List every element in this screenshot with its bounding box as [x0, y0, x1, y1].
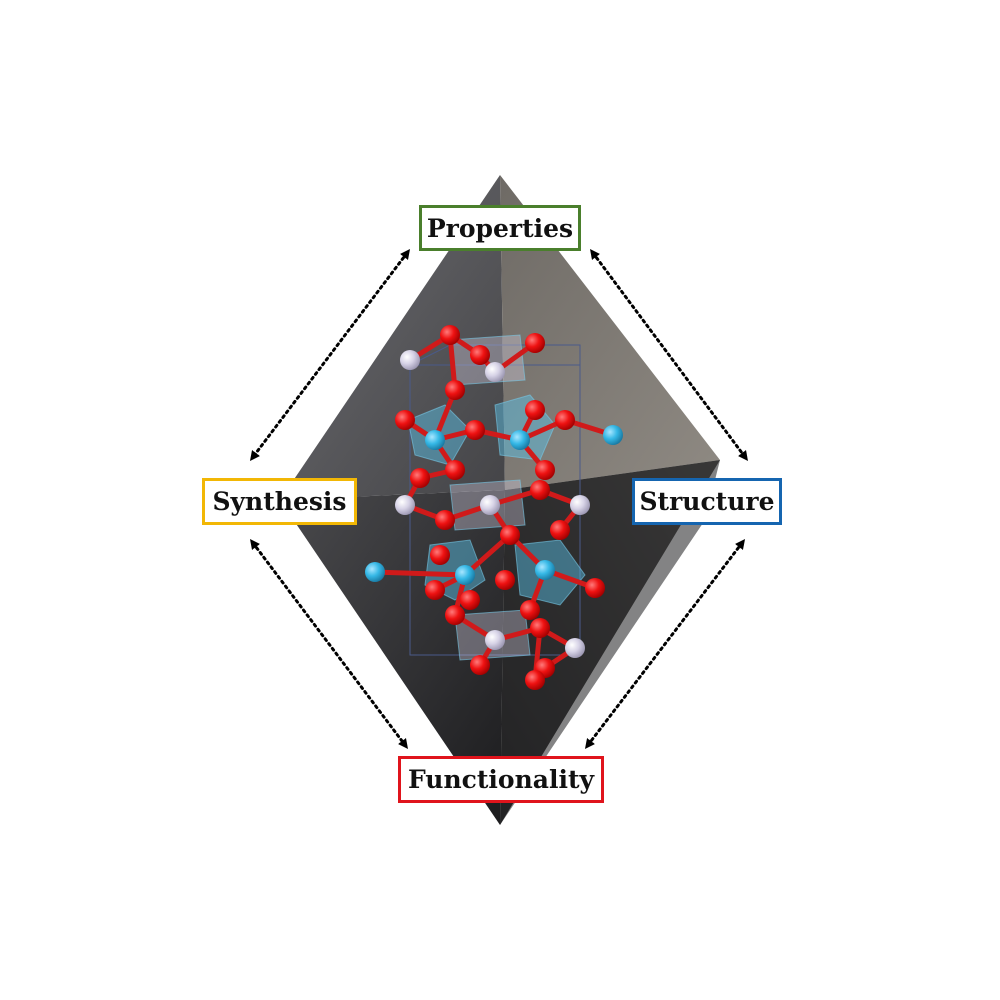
- oxygen-atom: [465, 420, 485, 440]
- oxygen-atom: [585, 578, 605, 598]
- cation-a-atom: [603, 425, 623, 445]
- unit-cell-top: [409, 344, 581, 366]
- properties-box: Properties: [419, 205, 581, 251]
- arrow-properties-synthesis: [249, 249, 411, 461]
- arrow-structure-functionality: [584, 539, 746, 749]
- synthesis-box: Synthesis: [202, 478, 357, 525]
- oxygen-atom: [500, 525, 520, 545]
- arrow-properties-structure: [590, 248, 748, 462]
- oxygen-atom: [535, 460, 555, 480]
- properties-label: Properties: [426, 213, 574, 243]
- oxygen-atom: [395, 410, 415, 430]
- oxygen-atom: [445, 460, 465, 480]
- cation-b-atom: [485, 630, 505, 650]
- oxygen-atom: [440, 325, 460, 345]
- oxygen-atom: [525, 333, 545, 353]
- cation-b-atom: [570, 495, 590, 515]
- oxygen-atom: [445, 380, 465, 400]
- connection-arrows: [249, 248, 748, 749]
- oxygen-atom: [495, 570, 515, 590]
- oxygen-atom: [425, 580, 445, 600]
- cation-a-atom: [425, 430, 445, 450]
- functionality-label: Functionality: [407, 765, 595, 794]
- oxygen-atom: [410, 468, 430, 488]
- oxygen-atom: [460, 590, 480, 610]
- oxygen-atom: [525, 670, 545, 690]
- oxygen-atom: [445, 605, 465, 625]
- crystal-structure: [365, 325, 623, 690]
- structure-label: Structure: [639, 487, 775, 516]
- arrow-synthesis-functionality: [249, 539, 409, 749]
- cation-b-atom: [485, 362, 505, 382]
- oxygen-atom: [530, 480, 550, 500]
- oxygen-atom: [525, 400, 545, 420]
- structure-box: Structure: [632, 478, 782, 525]
- oxygen-atom: [530, 618, 550, 638]
- oxygen-atom: [435, 510, 455, 530]
- cation-a-atom: [365, 562, 385, 582]
- bond: [372, 569, 468, 578]
- synthesis-label: Synthesis: [212, 487, 347, 516]
- cation-b-atom: [395, 495, 415, 515]
- cation-b-atom: [565, 638, 585, 658]
- oxygen-atom: [520, 600, 540, 620]
- oxygen-atom: [470, 345, 490, 365]
- cation-b-atom: [480, 495, 500, 515]
- cation-a-atom: [510, 430, 530, 450]
- cation-a-atom: [455, 565, 475, 585]
- cation-a-atom: [535, 560, 555, 580]
- oxygen-atom: [550, 520, 570, 540]
- bond: [462, 532, 513, 578]
- oxygen-atom: [555, 410, 575, 430]
- oxygen-atom: [430, 545, 450, 565]
- oxygen-atom: [470, 655, 490, 675]
- cation-b-atom: [400, 350, 420, 370]
- functionality-box: Functionality: [398, 756, 604, 803]
